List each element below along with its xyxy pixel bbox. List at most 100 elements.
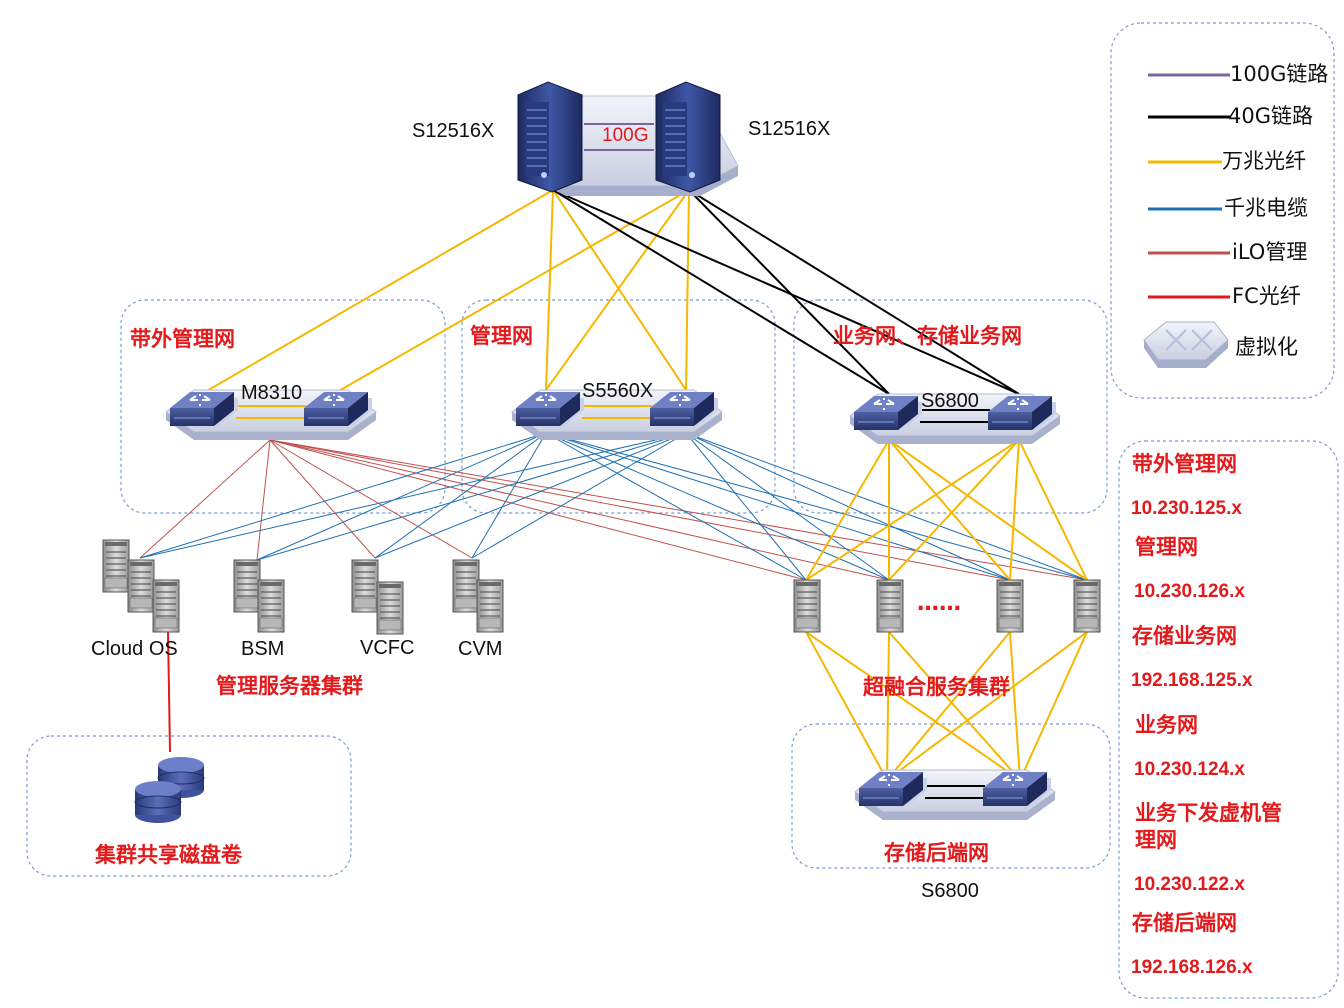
link-10g-biz-hci [1009,439,1020,581]
network-name: 业务下发虚机管理网 [1135,801,1282,852]
link-1g-hci-server [545,432,1088,581]
server-base [104,577,128,589]
server-top-strip [260,582,282,586]
servers-layer [102,539,1101,635]
switch-icon[interactable] [854,396,922,430]
legend-label: 千兆电缆 [1224,196,1308,220]
server-top-strip [354,562,376,566]
server-icon[interactable] [102,539,130,593]
switch-icon[interactable] [859,772,927,806]
switch-arrows-icon [1002,774,1024,786]
link-10g-core-mgmt [685,189,690,391]
switch-pair-mgmt[interactable] [511,389,723,440]
zone-title-oob: 带外管理网 [130,327,235,351]
link-1g-hci-server [545,432,1011,581]
server-icon[interactable] [127,559,155,613]
server-top-strip [796,582,818,586]
link-ilo-mgmt-server [269,439,376,559]
server-icon[interactable] [476,579,504,633]
link-40g-core-biz [552,189,890,395]
link-fc-disk [167,631,171,753]
server-icon[interactable] [257,579,285,633]
mgmt-cluster-title: 管理服务器集群 [216,674,363,698]
switch-icon[interactable] [983,772,1051,806]
zone-title-storage-backend: 存储后端网 [884,841,989,865]
switch-icon[interactable] [988,396,1056,430]
link-ilo-hci-server [269,439,1088,581]
link-10g-core-mgmt [545,189,554,391]
switch-icon[interactable] [650,392,718,426]
link-1g-mgmt-server [471,432,547,559]
legend-label: iLO管理 [1232,240,1307,264]
server-top-strip [999,582,1021,586]
core-link-label: 100G [602,125,648,146]
network-list-box [1118,440,1339,999]
switch-icon[interactable] [516,392,584,426]
link-1g-mgmt-server [256,432,547,561]
shared-disk-icon [134,757,205,823]
server-base [478,617,502,629]
mgmt-switch-label: S5560X [582,380,653,402]
server-icon[interactable] [152,579,180,633]
link-1g-hci-server [685,432,890,581]
legend-box [1110,22,1335,399]
network-name: 带外管理网 [1132,452,1237,476]
link-10g-hci-backend [805,631,888,781]
zone-box-shared-disk [26,735,352,877]
switch-icon-front [516,408,560,426]
legend-label: 40G链路 [1228,104,1313,128]
switch-arrows-icon [323,394,345,406]
zone-title-biz: 业务网、存储业务网 [833,324,1022,348]
core-switch-left[interactable] [517,81,583,193]
link-1g-hci-server [685,432,1011,581]
server-icon[interactable] [876,579,904,633]
switch-icon[interactable] [170,392,238,426]
server-top-strip [479,582,501,586]
switch-icon-side [898,396,918,430]
link-10g-hci-backend [886,631,1088,781]
switch-icon[interactable] [304,392,372,426]
switch-pair-backend[interactable] [854,769,1056,820]
link-1g-mgmt-server [139,432,547,559]
zone-box-storage-backend [791,723,1111,869]
server-icon[interactable] [351,559,379,613]
server-icon[interactable] [452,559,480,613]
switch-icon-front [170,408,214,426]
server-label-vcfc: VCFC [360,637,414,659]
switch-icon-side [560,392,580,426]
switch-icon-front [304,408,348,426]
link-ilo-mgmt-server [269,439,473,559]
switch-icon-front [859,788,903,806]
legend-item: 千兆电缆 [1148,196,1308,220]
link-1g-hci-server [545,432,807,581]
link-1g-mgmt-server [256,432,687,561]
network-subnet: 192.168.126.x [1131,957,1253,978]
server-top-strip [130,562,152,566]
switch-platform-edge [166,412,376,440]
link-10g-hci-backend [888,631,1021,781]
server-base [998,617,1022,629]
server-base [154,617,178,629]
server-icon[interactable] [793,579,821,633]
switch-pair-oob[interactable] [165,389,377,440]
switch-pair-biz[interactable] [849,393,1061,444]
link-10g-hci-backend [886,631,890,781]
server-icon[interactable] [233,559,261,613]
switch-icon-front [650,408,694,426]
server-top-strip [155,582,177,586]
server-icon[interactable] [1073,579,1101,633]
server-icon[interactable] [376,581,404,635]
zone-title-shared-disk: 集群共享磁盘卷 [94,843,243,867]
server-icon[interactable] [996,579,1024,633]
server-top-strip [879,582,901,586]
zone-box-mgmt [461,299,776,514]
server-base [1075,617,1099,629]
link-1g-hci-server [685,432,807,581]
zone-box-oob [120,299,446,514]
core-switch-right[interactable] [655,81,721,193]
switch-arrows-icon [669,394,691,406]
switch-icon-front [854,412,898,430]
